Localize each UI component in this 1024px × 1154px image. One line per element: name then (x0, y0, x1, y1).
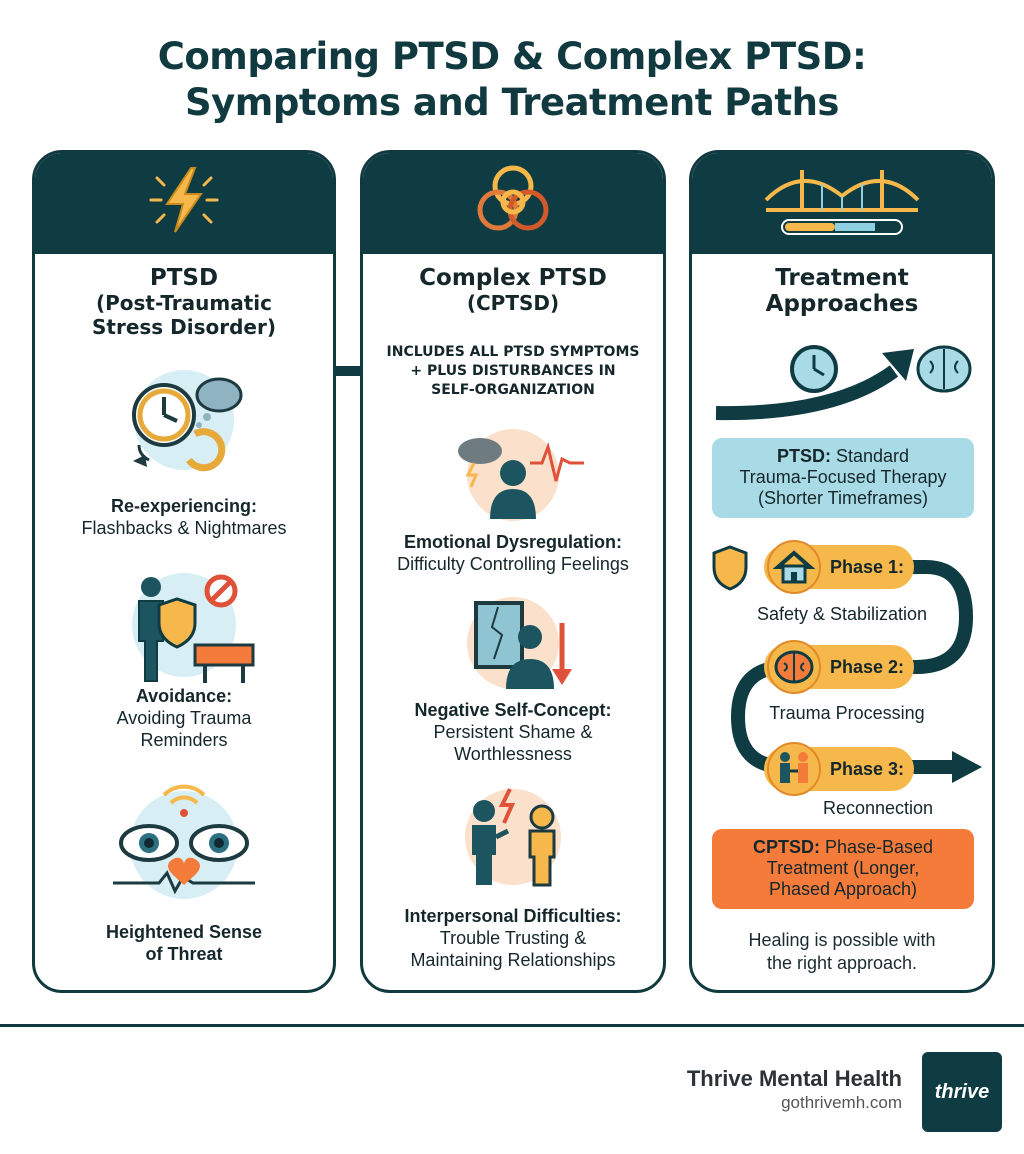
phase-2-desc: Trauma Processing (769, 703, 925, 723)
footer-divider (0, 1024, 1024, 1027)
treatment-heading: Treatment Approaches (765, 265, 919, 317)
storm-cloud-person-icon (458, 429, 584, 521)
symptom-negative-self-concept: Negative Self-Concept: Persistent Shame … (414, 700, 612, 764)
conflict-people-icon (465, 788, 561, 887)
symptom-threat: Heightened Sense of Threat (105, 922, 263, 964)
brand-url[interactable]: gothrivemh.com (781, 1093, 902, 1112)
symptom-reexperiencing: Re-experiencing: Flashbacks & Nightmares (81, 496, 287, 538)
phase-3-desc: Reconnection (822, 798, 934, 818)
broken-mirror-icon (467, 597, 572, 689)
bridge-icon (764, 170, 920, 235)
watchful-eyes-icon (113, 784, 255, 899)
title-line-2: Symptoms and Treatment Paths (185, 81, 839, 124)
footer-brand: Thrive Mental Health gothrivemh.com (687, 1066, 902, 1114)
brain-phase-icon (767, 640, 821, 694)
avoidance-shield-icon (132, 573, 255, 683)
progress-arrow-icon (715, 345, 972, 421)
symptom-emotional-dysregulation: Emotional Dysregulation: Difficulty Cont… (397, 532, 629, 574)
closing-message: Healing is possible with the right appro… (748, 930, 936, 973)
brain-icon (916, 345, 972, 393)
treatment-card-header (692, 153, 992, 254)
thrive-logo: thrive (922, 1052, 1002, 1132)
cptsd-includes-note: INCLUDES ALL PTSD SYMPTOMS + PLUS DISTUR… (386, 344, 640, 398)
title-line-1: Comparing PTSD & Complex PTSD: (157, 35, 867, 78)
cptsd-card-header (363, 153, 663, 254)
lightning-icon (149, 167, 219, 233)
people-holding-hands-icon (767, 742, 821, 796)
knot-icon (477, 165, 549, 231)
cptsd-heading: Complex PTSD (CPTSD) (419, 265, 607, 315)
flashback-clock-icon (132, 370, 243, 472)
page-title: Comparing PTSD & Complex PTSD: Symptoms … (0, 34, 1024, 126)
treatment-card: Treatment Approaches PTSD: Standard Trau… (689, 150, 995, 993)
ptsd-treatment-box: PTSD: Standard Trauma-Focused Therapy (S… (712, 438, 974, 518)
symptom-interpersonal-difficulties: Interpersonal Difficulties: Trouble Trus… (404, 906, 622, 970)
symptom-avoidance: Avoidance: Avoiding Trauma Reminders (116, 686, 252, 750)
phase-1-desc: Safety & Stabilization (756, 604, 928, 624)
cptsd-treatment-box: CPTSD: Phase-Based Treatment (Longer, Ph… (712, 829, 974, 909)
house-icon (767, 540, 821, 594)
brand-name: Thrive Mental Health (686, 1066, 902, 1091)
ptsd-card-header (35, 153, 333, 254)
ptsd-heading: PTSD (Post-Traumatic Stress Disorder) (91, 265, 276, 339)
shield-icon (712, 545, 748, 591)
ptsd-card: PTSD (Post-Traumatic Stress Disorder) Re… (32, 150, 336, 993)
cptsd-card: Complex PTSD (CPTSD) INCLUDES ALL PTSD S… (360, 150, 666, 993)
